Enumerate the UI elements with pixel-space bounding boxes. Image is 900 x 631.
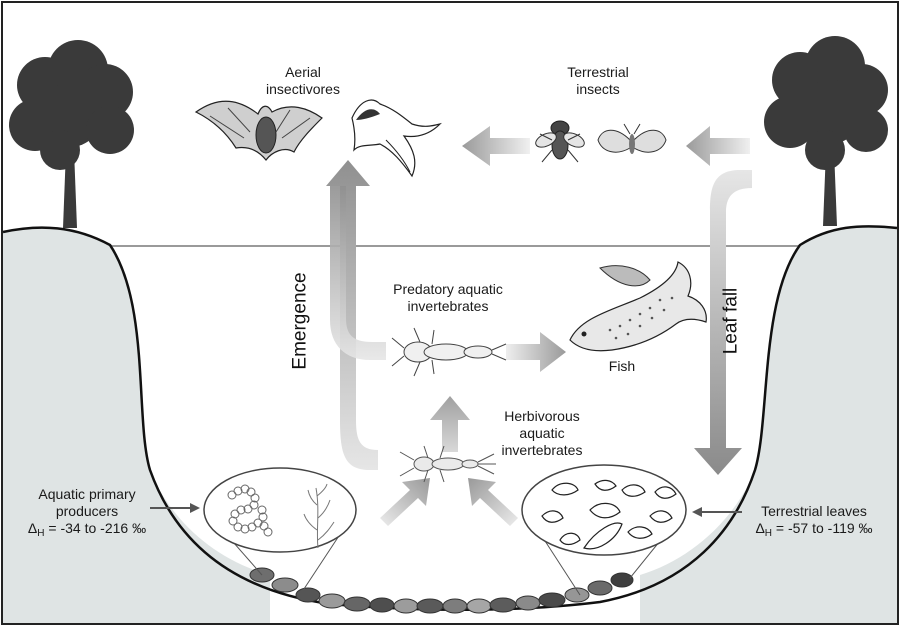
- leaves-delta-symbol: Δ: [755, 520, 765, 536]
- fish-icon: [569, 261, 707, 352]
- aquatic-primary-producers-label: Aquatic primary producers ΔH = -34 to -2…: [12, 486, 162, 542]
- leaves-line1: Terrestrial leaves: [761, 503, 867, 519]
- emergence-arrow-from-predators: [330, 186, 386, 360]
- leaf-icon: [541, 479, 677, 550]
- predators-to-fish-arrow: [506, 332, 566, 372]
- predatory-invertebrates-line1: Predatory aquatic: [393, 281, 503, 297]
- left-bank: [3, 227, 270, 623]
- right-bank: [640, 226, 897, 623]
- herbivorous-invertebrates-line1: Herbivorous: [504, 408, 580, 424]
- producers-to-herbivores-arrow: [380, 478, 430, 526]
- producers-delta-subscript: H: [37, 528, 45, 539]
- leaves-delta-subscript: H: [764, 528, 773, 539]
- predatory-invertebrates-line2: invertebrates: [407, 298, 489, 314]
- aerial-insectivores-label: Aerial insectivores: [248, 64, 358, 98]
- leaves-to-herbivores-arrow: [468, 478, 518, 526]
- aerial-insectivores-line1: Aerial: [285, 64, 321, 80]
- predatory-invertebrates-label: Predatory aquatic invertebrates: [368, 281, 528, 315]
- emergence-label: Emergence: [289, 272, 311, 370]
- producers-line1: Aquatic primary: [38, 486, 136, 502]
- herbivorous-invertebrates-label: Herbivorous aquatic invertebrates: [482, 408, 602, 459]
- moth-icon: [597, 123, 667, 154]
- fish-label: Fish: [608, 358, 636, 374]
- terrestrial-insects-line1: Terrestrial: [567, 64, 629, 80]
- herbivores-to-predators-arrow: [430, 396, 470, 452]
- algae-icon: [227, 484, 273, 537]
- insects-to-insectivores-arrow: [462, 126, 530, 166]
- producers-pointer-arrow: [150, 503, 200, 513]
- mayfly-nymph-icon: [399, 445, 496, 483]
- leaves-isotope-range: = -57 to -119 ‰: [775, 520, 873, 536]
- bat-icon: [194, 100, 323, 161]
- terrestrial-insects-line2: insects: [576, 81, 620, 97]
- stonefly-nymph-icon: [391, 327, 507, 377]
- emergence-arrow-from-herbivores: [326, 160, 378, 470]
- producers-isotope-range: = -34 to -216 ‰: [48, 520, 147, 536]
- producers-isotope: ΔH = -34 to -216 ‰: [12, 520, 162, 542]
- terrestrial-leaves-label: Terrestrial leaves ΔH = -57 to -119 ‰: [736, 503, 892, 542]
- tree-icon: [9, 40, 134, 228]
- leaf-fall-label: Leaf fall: [720, 287, 742, 355]
- producers-delta-symbol: Δ: [27, 520, 38, 536]
- insect-input-arrow: [686, 126, 750, 166]
- pebble-icon: [249, 567, 634, 614]
- fly-icon: [535, 120, 585, 163]
- leaves-pointer-arrow: [692, 507, 742, 517]
- swallow-icon: [351, 99, 442, 178]
- terrestrial-insects-label: Terrestrial insects: [548, 64, 648, 98]
- herbivorous-invertebrates-line3: invertebrates: [501, 442, 583, 458]
- herbivorous-invertebrates-line2: aquatic: [519, 425, 565, 441]
- aerial-insectivores-line2: insectivores: [266, 81, 340, 97]
- producers-line2: producers: [55, 503, 119, 519]
- producers-circle: [203, 467, 357, 553]
- tree-icon: [764, 36, 888, 226]
- leaf-fall-arrow: [694, 170, 752, 475]
- algae-icon: [303, 483, 335, 549]
- leaves-isotope: ΔH = -57 to -119 ‰: [736, 520, 892, 542]
